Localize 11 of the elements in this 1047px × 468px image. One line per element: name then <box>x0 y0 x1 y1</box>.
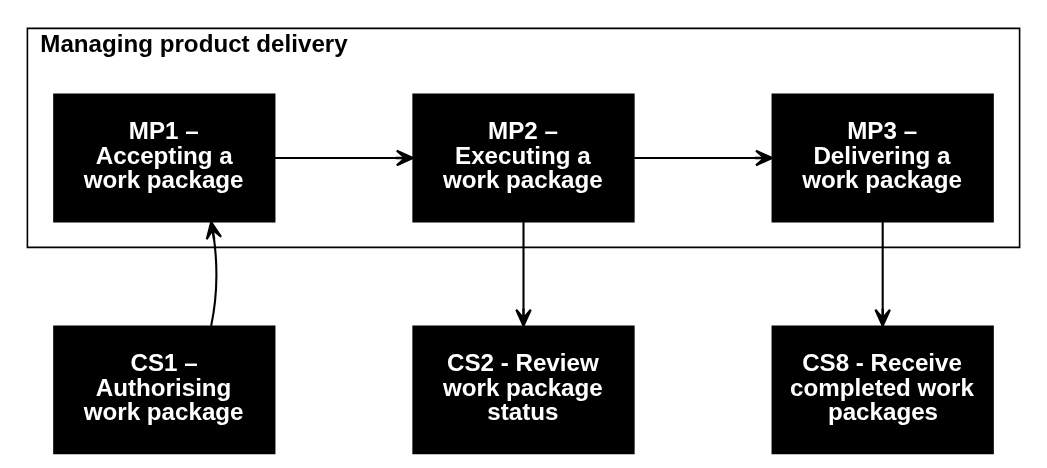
arrow <box>515 221 532 327</box>
node-box: CS1 – Authorising work package <box>53 325 276 454</box>
arrow <box>205 220 223 326</box>
arrow <box>634 149 774 166</box>
arrow <box>275 149 414 166</box>
node-box: CS2 - Review work package status <box>412 325 635 454</box>
arrow <box>874 221 891 327</box>
node-box: MP3 – Delivering a work package <box>771 93 994 222</box>
node-box: CS8 - Receive completed work packages <box>771 325 994 454</box>
node-box: MP2 – Executing a work package <box>412 93 635 222</box>
node-box: MP1 – Accepting a work package <box>53 93 276 222</box>
